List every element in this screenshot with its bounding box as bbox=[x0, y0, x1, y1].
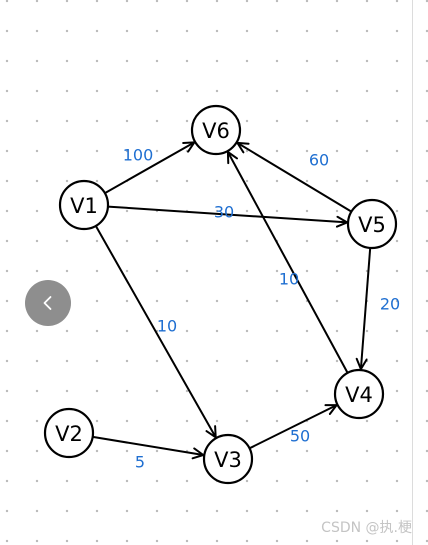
node-v3-circle bbox=[202, 433, 254, 485]
back-button[interactable] bbox=[25, 280, 71, 326]
edge-v5-v6-weight: 60 bbox=[309, 151, 329, 170]
node-v5: V5 bbox=[346, 198, 398, 250]
watermark: CSDN @执.梗 bbox=[321, 520, 412, 536]
node-v3: V3 bbox=[202, 433, 254, 485]
node-v2: V2 bbox=[43, 407, 95, 459]
right-divider bbox=[412, 0, 413, 545]
edge-v1-v6-arrow bbox=[103, 141, 196, 195]
node-v2-circle bbox=[43, 407, 95, 459]
chevron-left-icon bbox=[43, 296, 52, 310]
edge-v2-v3-weight: 5 bbox=[135, 453, 145, 472]
edge-v1-v3-arrow bbox=[94, 224, 217, 439]
edge-v1-v6-weight: 100 bbox=[123, 146, 154, 165]
node-v4-circle bbox=[333, 368, 385, 420]
edge-v1-v5-arrow bbox=[106, 205, 349, 228]
edge-v2-v3-arrow bbox=[91, 435, 205, 460]
node-v6-label: V6 bbox=[202, 119, 230, 143]
edge-v3-v4-arrow bbox=[248, 404, 338, 450]
edge-v4-v6-arrow bbox=[226, 151, 349, 374]
node-v4-label: V4 bbox=[345, 383, 373, 407]
node-v1-label: V1 bbox=[70, 194, 98, 218]
edge-v5-v6-arrow bbox=[236, 141, 353, 213]
node-v5-circle bbox=[346, 198, 398, 250]
edges-layer: 100 30 10 60 20 10 50 5 bbox=[91, 141, 400, 472]
edge-v5-v4-arrow bbox=[355, 246, 372, 371]
node-v6: V6 bbox=[190, 104, 242, 156]
node-v1-circle bbox=[58, 179, 110, 231]
edge-v3-v4-weight: 50 bbox=[290, 427, 310, 446]
node-v2-label: V2 bbox=[55, 422, 83, 446]
node-v4: V4 bbox=[333, 368, 385, 420]
edge-v5-v4-weight: 20 bbox=[380, 295, 400, 314]
edge-v4-v6-weight: 10 bbox=[279, 270, 299, 289]
edge-v1-v5-weight: 30 bbox=[214, 203, 234, 222]
node-v3-label: V3 bbox=[214, 448, 242, 472]
node-v5-label: V5 bbox=[358, 213, 386, 237]
node-v1: V1 bbox=[58, 179, 110, 231]
node-v6-circle bbox=[190, 104, 242, 156]
edge-v1-v3-weight: 10 bbox=[157, 317, 177, 336]
